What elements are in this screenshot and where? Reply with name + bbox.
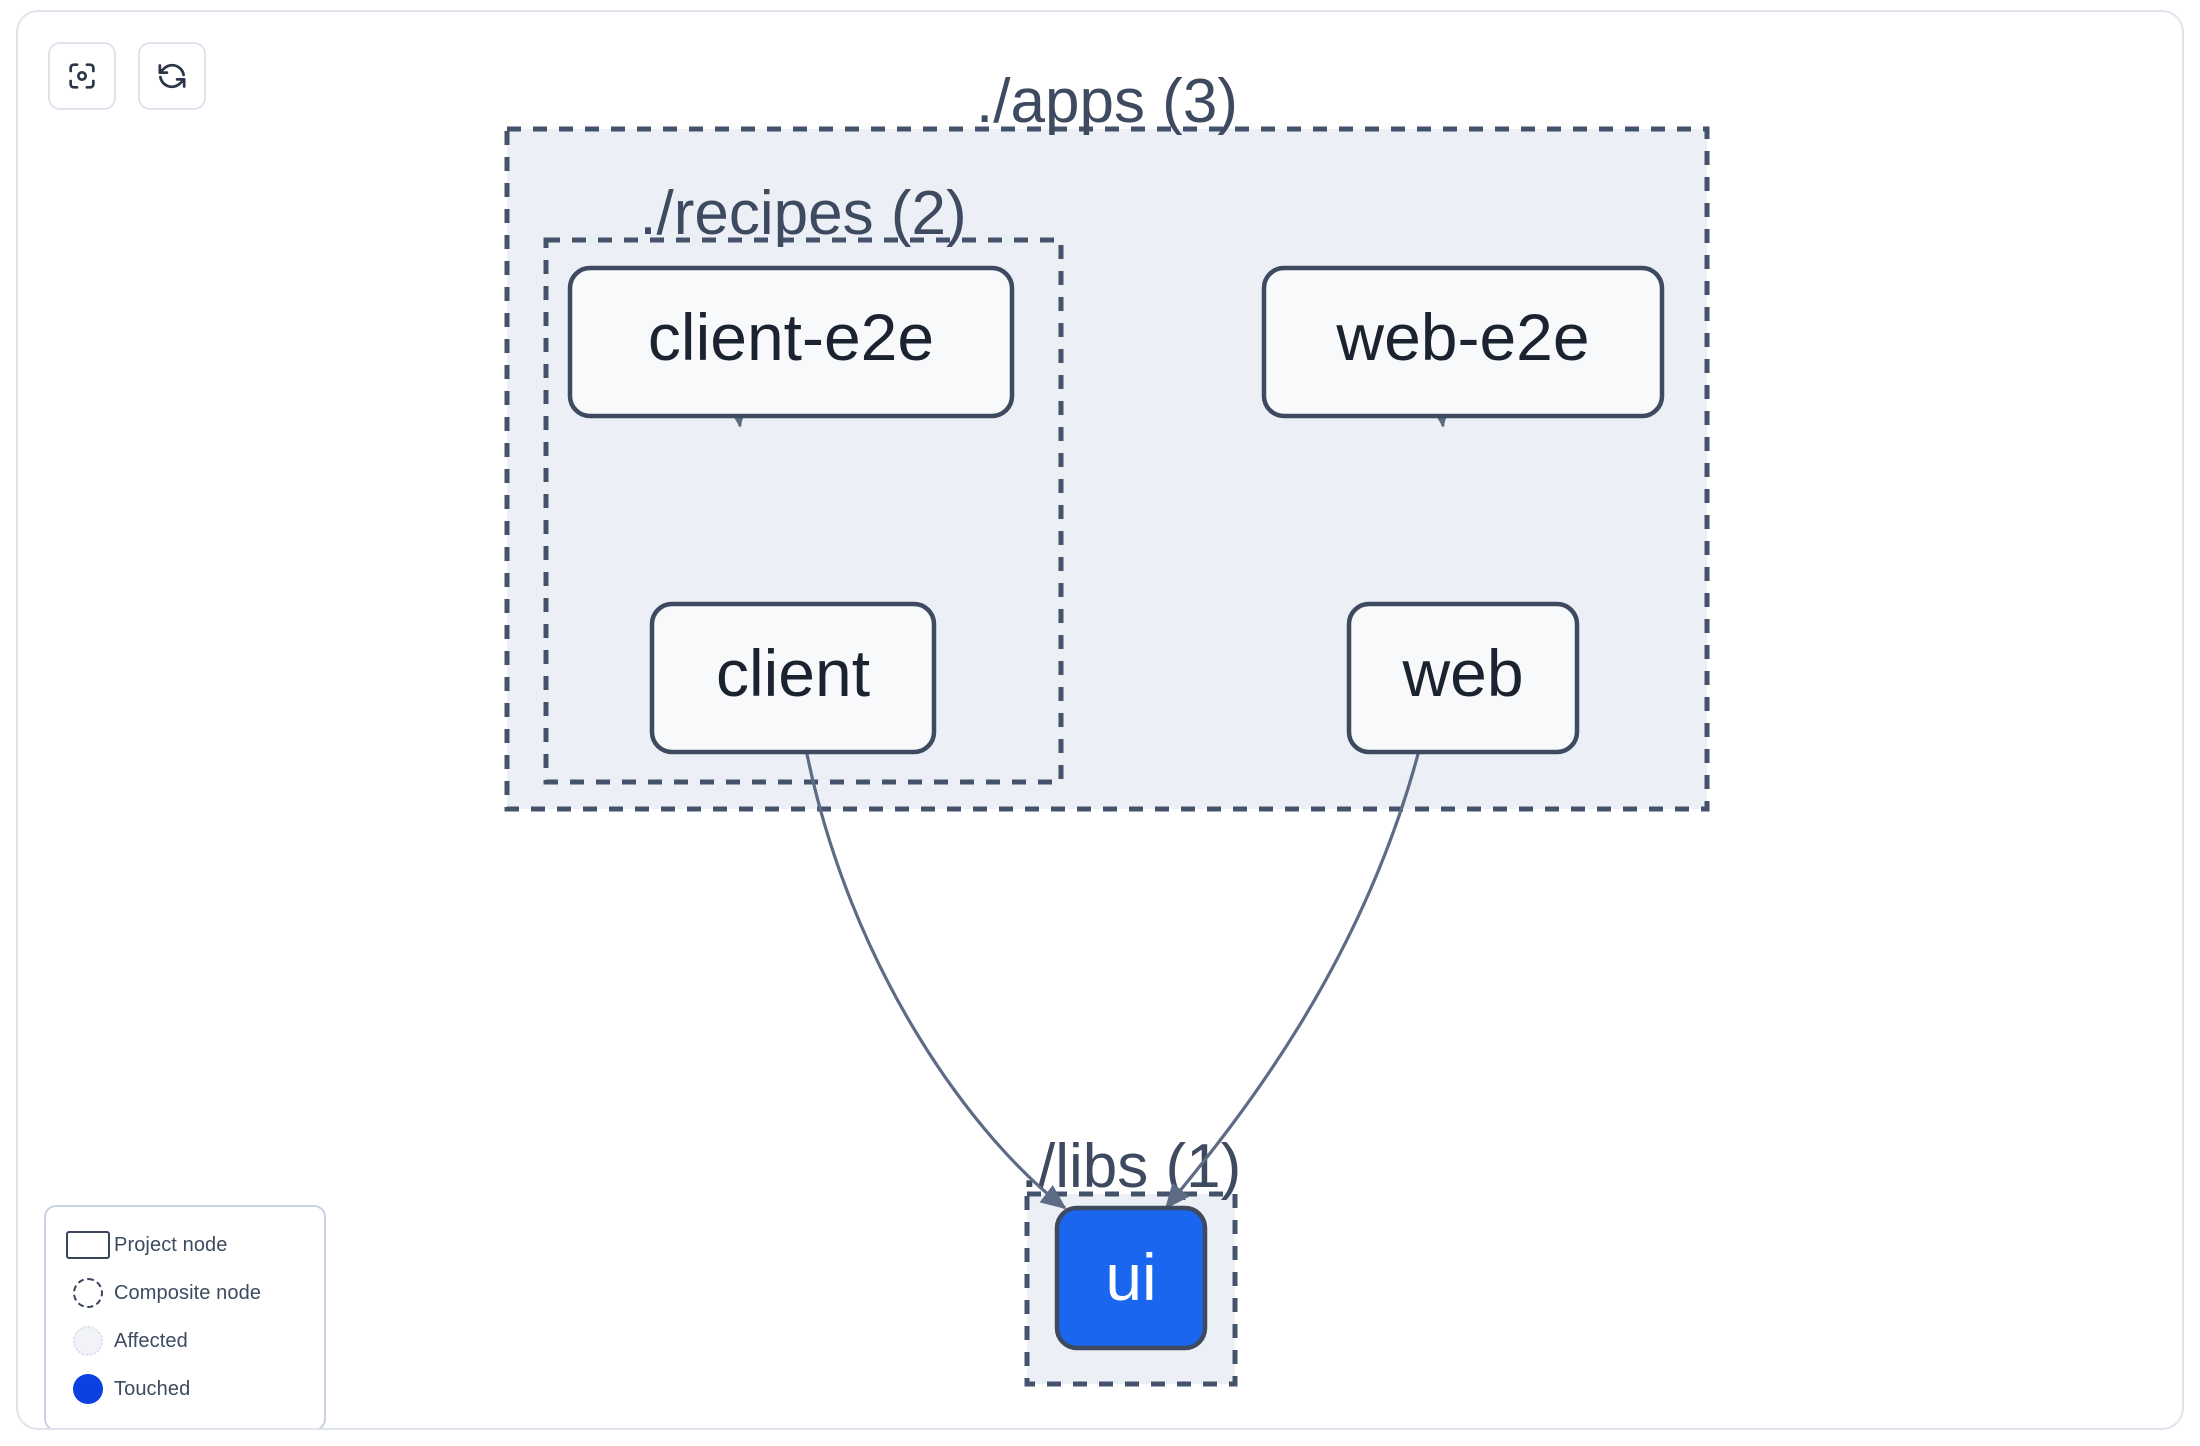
graph-panel: ./apps (3) ./recipes (2) ./libs (1) impl… — [16, 10, 2184, 1430]
dependency-graph-canvas[interactable]: ./apps (3) ./recipes (2) ./libs (1) impl… — [18, 12, 2184, 1430]
legend-label-affected: Affected — [114, 1329, 188, 1352]
group-libs-label: ./libs (1) — [1021, 1132, 1241, 1201]
node-ui[interactable]: ui — [1054, 1205, 1208, 1351]
node-client[interactable]: client — [649, 601, 937, 755]
node-web-e2e-label: web-e2e — [1335, 300, 1589, 374]
touched-swatch — [62, 1374, 114, 1404]
legend-item-project-node: Project node — [62, 1221, 308, 1269]
graph-nodes: client-e2e client web-e2e web — [567, 265, 1665, 1351]
node-client-e2e[interactable]: client-e2e — [567, 265, 1015, 419]
refresh-graph-button[interactable] — [138, 42, 206, 110]
focus-target-icon — [65, 59, 99, 93]
edge-client-to-ui[interactable] — [802, 738, 1067, 1210]
affected-swatch — [62, 1326, 114, 1356]
node-client-e2e-box[interactable] — [567, 265, 1015, 419]
legend-label-composite-node: Composite node — [114, 1281, 262, 1304]
group-recipes-label: ./recipes (2) — [639, 179, 966, 248]
group-apps-label: ./apps (3) — [976, 67, 1238, 136]
node-web-e2e-box[interactable] — [1261, 265, 1665, 419]
node-client-box[interactable] — [649, 601, 937, 755]
refresh-icon — [155, 59, 189, 93]
composite-node-swatch — [62, 1278, 114, 1308]
legend-label-touched: Touched — [114, 1377, 191, 1400]
node-client-e2e-label: client-e2e — [648, 300, 934, 374]
legend-label-project-node: Project node — [114, 1233, 228, 1256]
focus-graph-button[interactable] — [48, 42, 116, 110]
edge-web-to-ui[interactable] — [1164, 738, 1424, 1210]
graph-legend: Project node Composite node Affected Tou… — [44, 1205, 326, 1428]
legend-item-composite-node: Composite node — [62, 1269, 308, 1317]
legend-item-touched: Touched — [62, 1365, 308, 1413]
node-web[interactable]: web — [1346, 601, 1580, 755]
node-ui-label: ui — [1105, 1240, 1156, 1314]
graph-toolbar — [48, 42, 206, 110]
node-web-e2e[interactable]: web-e2e — [1261, 265, 1665, 419]
node-client-label: client — [716, 636, 870, 710]
legend-item-affected: Affected — [62, 1317, 308, 1365]
node-web-box[interactable] — [1346, 601, 1580, 755]
node-ui-box[interactable] — [1054, 1205, 1208, 1351]
project-node-swatch — [62, 1231, 114, 1259]
node-web-label: web — [1401, 636, 1523, 710]
